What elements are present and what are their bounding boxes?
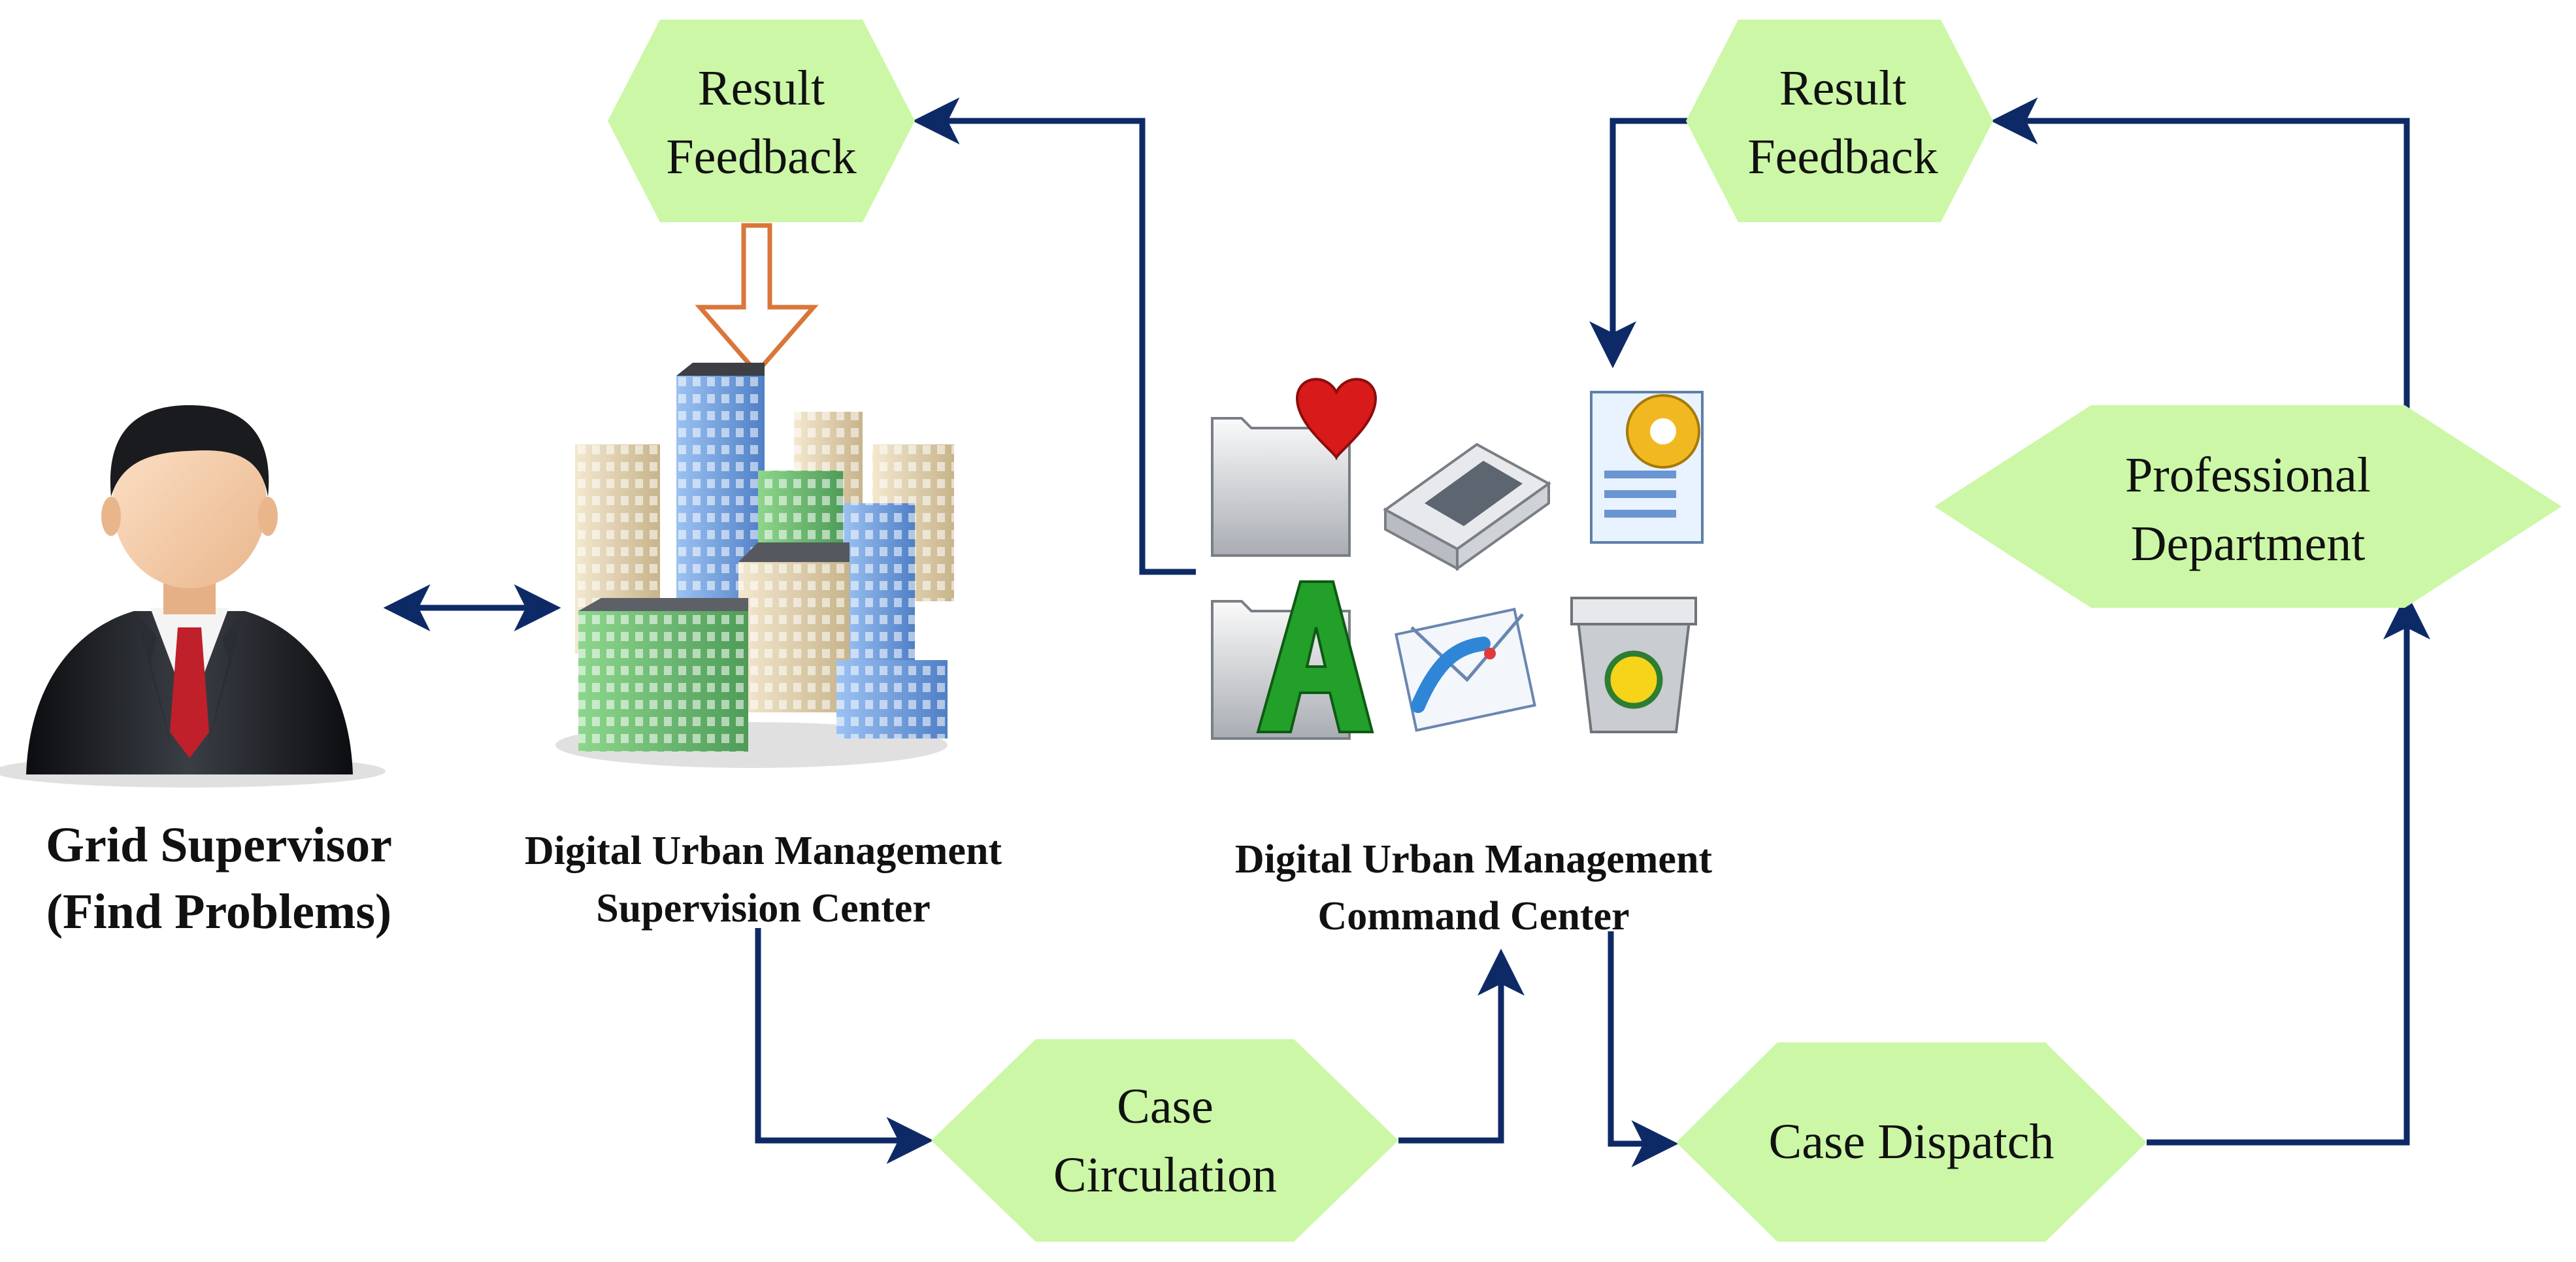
label-line-2: Supervision Center (596, 886, 931, 931)
arrow-command-to-dispatch (1608, 931, 1679, 1167)
arrow-department-to-feedback-right (1990, 97, 2410, 408)
arrow-supervision-to-circulation (755, 928, 934, 1164)
node-label-line-1: Case (1117, 1079, 1214, 1134)
label-line-2: (Find Problems) (46, 884, 391, 939)
hollow-down-arrow-icon (695, 223, 819, 376)
node-label-line-1: Professional (2125, 448, 2371, 503)
mail-icon (1395, 607, 1536, 732)
settings-document-icon (1590, 391, 1704, 544)
node-label-line-1: Result (1779, 61, 1906, 116)
font-folder-icon (1211, 580, 1374, 740)
arrow-circulation-to-command (1398, 948, 1525, 1144)
node-result-feedback-right: Result Feedback (1686, 20, 1993, 222)
connectors (383, 97, 2430, 1167)
hexagon-shape (1676, 1042, 2147, 1242)
arrow-feedback-right-to-command (1589, 118, 1687, 369)
label-line-1: Digital Urban Management (525, 829, 1002, 873)
arrow-dispatch-to-department (2147, 592, 2430, 1146)
node-label-line-2: Feedback (1747, 129, 1938, 184)
hexagon-shape (931, 1039, 1398, 1242)
label-line-2: Command Center (1318, 894, 1630, 938)
hexagon-shape (1686, 20, 1993, 222)
scanner-icon (1383, 442, 1551, 571)
node-label-line-2: Feedback (666, 129, 856, 184)
node-professional-department: Professional Department (1934, 405, 2562, 608)
label-command-center: Digital Urban Management Command Center (1235, 837, 1713, 938)
recycle-bin-icon (1570, 597, 1697, 733)
node-label-line-1: Case Dispatch (1769, 1114, 2055, 1169)
city-buildings-icon (555, 363, 954, 768)
grid-supervisor-person-icon (0, 405, 386, 788)
hexagon-shape (1934, 405, 2562, 608)
node-label-line-2: Circulation (1053, 1148, 1277, 1203)
node-label-line-1: Result (698, 61, 825, 116)
arrow-command-to-feedback-left (912, 97, 1196, 575)
hexagon-shape (608, 20, 915, 222)
label-supervision-center: Digital Urban Management Supervision Cen… (525, 829, 1002, 931)
label-grid-supervisor: Grid Supervisor (Find Problems) (46, 818, 392, 939)
node-case-circulation: Case Circulation (931, 1039, 1398, 1242)
label-line-1: Grid Supervisor (46, 818, 392, 872)
folder-heart-icon (1211, 378, 1378, 557)
label-line-1: Digital Urban Management (1235, 837, 1713, 882)
node-case-dispatch: Case Dispatch (1676, 1042, 2147, 1242)
node-label-line-2: Department (2131, 516, 2366, 571)
node-result-feedback-left: Result Feedback (608, 20, 915, 222)
command-center-icons (1211, 378, 1704, 740)
